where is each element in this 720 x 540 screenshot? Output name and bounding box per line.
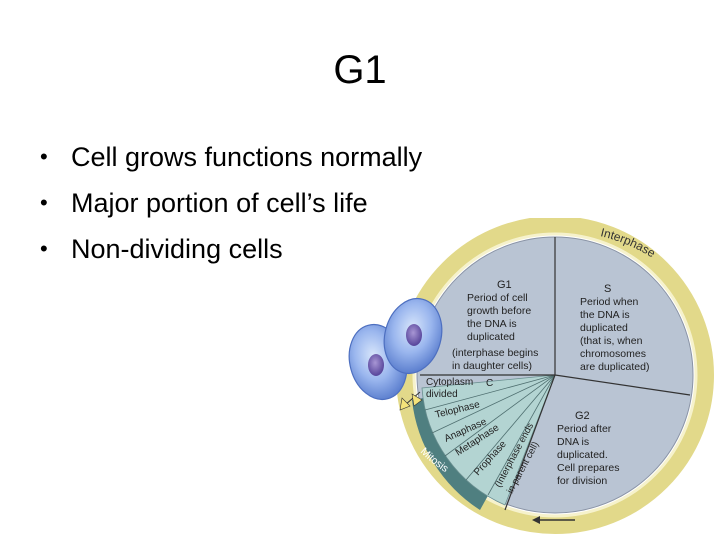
bullet-item: • Major portion of cell’s life: [40, 180, 422, 226]
phase-divider: [431, 374, 556, 434]
cell-nucleus: [406, 324, 422, 346]
s-heading: S: [604, 283, 611, 295]
bullet-marker: •: [40, 190, 48, 215]
division-arrow-head-icon: [411, 393, 423, 407]
bullet-text: Cell grows functions normally: [71, 142, 423, 172]
g2-line: Period after: [557, 423, 612, 435]
g2-line: DNA is: [557, 436, 589, 448]
cycle-arrow-head-icon: [532, 516, 540, 524]
g1-line: (interphase begins: [452, 347, 538, 359]
s-line: chromosomes: [580, 348, 646, 360]
s-line: are duplicated): [580, 361, 649, 373]
phase-divider: [487, 374, 556, 496]
phase-wedges: [421, 374, 556, 506]
s-line: (that is, when: [580, 335, 643, 347]
bullet-item: • Cell grows functions normally: [40, 134, 422, 180]
g1-line: growth before: [467, 305, 531, 317]
phase-divider: [424, 374, 556, 411]
g1-line: duplicated: [467, 331, 515, 343]
cell-cycle-diagram: Interphase G1 Period of cell growth befo…: [348, 218, 714, 534]
s-g2-divider: [554, 374, 691, 396]
bullet-text: Non-dividing cells: [71, 234, 283, 264]
s-line: Period when: [580, 296, 639, 308]
bullet-text: Major portion of cell’s life: [71, 188, 368, 218]
bullet-marker: •: [40, 144, 48, 169]
g1-line: the DNA is: [467, 318, 517, 330]
cell-nucleus: [368, 354, 384, 376]
g1-line: in daughter cells): [452, 360, 532, 372]
bullet-item: • Non-dividing cells: [40, 226, 422, 272]
bullet-list: • Cell grows functions normally • Major …: [40, 134, 422, 272]
g2-heading: G2: [575, 410, 590, 422]
g2-line: duplicated.: [557, 449, 608, 461]
g2-line: for division: [557, 475, 607, 487]
daughter-cells-illustration: [348, 297, 443, 401]
slide-title: G1: [333, 48, 387, 92]
g1-heading: G1: [497, 279, 512, 291]
cytoplasm-line: divided: [426, 389, 458, 400]
interphase-ring-inner: [412, 232, 698, 518]
cytoplasm-line: Cytoplasm: [426, 377, 473, 388]
s-line: duplicated: [580, 322, 628, 334]
bullet-marker: •: [40, 236, 48, 261]
division-arrow-head-icon: [399, 397, 411, 411]
phase-divider: [444, 374, 556, 457]
cytoplasm-letter: C: [486, 378, 493, 389]
g2-line: Cell prepares: [557, 462, 619, 474]
s-line: the DNA is: [580, 309, 630, 321]
g2-mitosis-divider: [504, 374, 556, 511]
g1-line: Period of cell: [467, 292, 528, 304]
phase-divider: [465, 374, 556, 481]
